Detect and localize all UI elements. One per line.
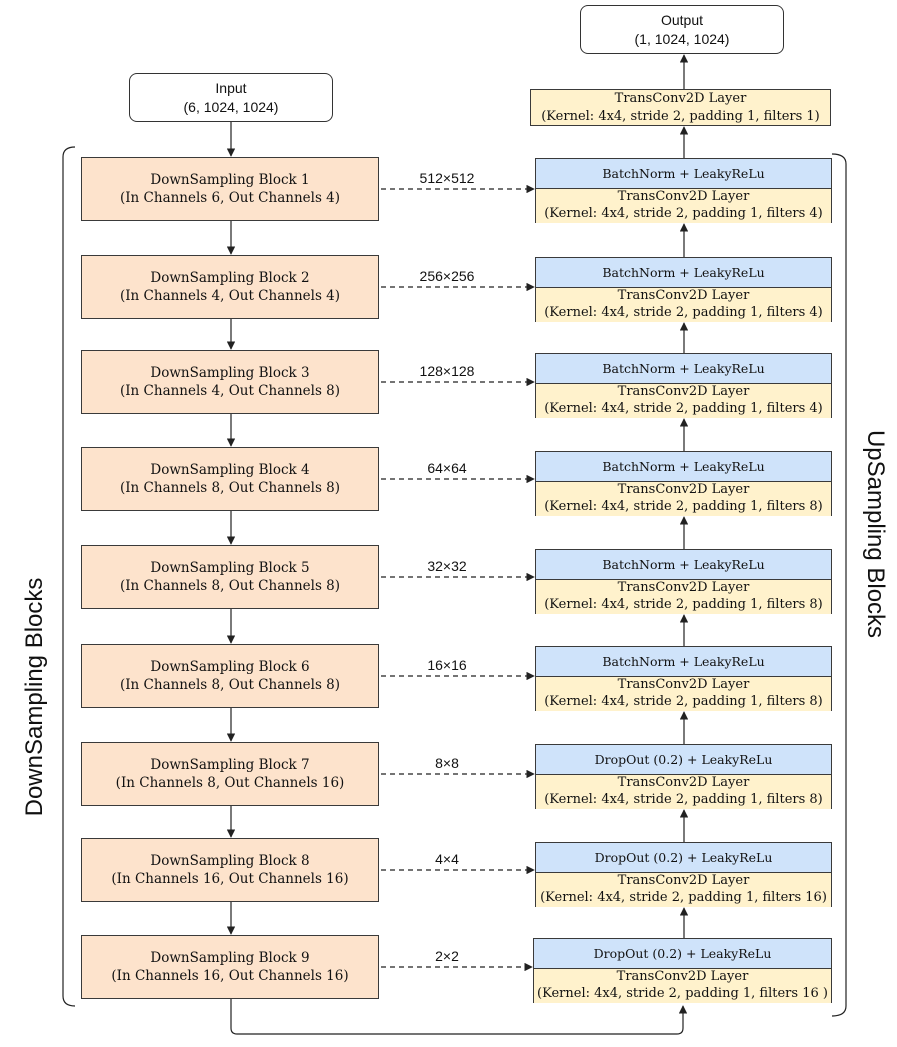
downsampling-block-1: DownSampling Block 1 (In Channels 6, Out …: [81, 157, 379, 221]
downsampling-block-7: DownSampling Block 7 (In Channels 8, Out …: [81, 742, 379, 806]
upsampling-activation: BatchNorm + LeakyReLu: [536, 354, 831, 384]
upsampling-transconv-name: TransConv2D Layer: [617, 288, 750, 304]
skip-size-label: 2×2: [435, 948, 459, 964]
upsampling-transconv-detail: (Kernel: 4x4, stride 2, padding 1, filte…: [544, 305, 823, 320]
output-shape: (1, 1024, 1024): [634, 30, 730, 47]
upsampling-activation: BatchNorm + LeakyReLu: [536, 452, 831, 482]
skip-size-label: 16×16: [427, 657, 467, 673]
skip-size-label: 64×64: [427, 460, 467, 476]
downsampling-block-detail: (In Channels 16, Out Channels 16): [111, 871, 349, 887]
downsampling-block-detail: (In Channels 8, Out Channels 8): [119, 480, 341, 496]
upsampling-transconv-name: TransConv2D Layer: [616, 969, 749, 985]
downsampling-block-8: DownSampling Block 8 (In Channels 16, Out…: [81, 838, 379, 902]
upsampling-transconv-name: TransConv2D Layer: [617, 482, 750, 498]
downsampling-block-name: DownSampling Block 9: [150, 949, 310, 966]
upsampling-transconv-name: TransConv2D Layer: [617, 384, 750, 400]
downsampling-block-name: DownSampling Block 3: [150, 364, 310, 381]
skip-size-label: 128×128: [419, 363, 475, 379]
upsampling-activation: DropOut (0.2) + LeakyReLu: [536, 745, 831, 775]
upsampling-transconv: TransConv2D Layer(Kernel: 4x4, stride 2,…: [536, 189, 831, 223]
input-shape: (6, 1024, 1024): [183, 98, 279, 115]
upsampling-transconv-name: TransConv2D Layer: [617, 677, 750, 693]
upsampling-transconv: TransConv2D Layer(Kernel: 4x4, stride 2,…: [534, 969, 831, 1003]
final-transconv-detail: (Kernel: 4x4, stride 2, padding 1, filte…: [541, 108, 820, 124]
upsampling-transconv-detail: (Kernel: 4x4, stride 2, padding 1, filte…: [544, 499, 823, 514]
upsampling-transconv-name: TransConv2D Layer: [617, 775, 750, 791]
upsampling-transconv-detail: (Kernel: 4x4, stride 2, padding 1, filte…: [544, 401, 823, 416]
final-transconv-name: TransConv2D Layer: [614, 90, 747, 106]
downsampling-block-5: DownSampling Block 5 (In Channels 8, Out …: [81, 545, 379, 609]
skip-size-label: 256×256: [419, 268, 475, 284]
upsampling-transconv-detail: (Kernel: 4x4, stride 2, padding 1, filte…: [544, 792, 823, 807]
skip-size-label: 512×512: [419, 170, 475, 186]
final-transconv-layer: TransConv2D Layer (Kernel: 4x4, stride 2…: [530, 89, 831, 126]
upsampling-transconv: TransConv2D Layer(Kernel: 4x4, stride 2,…: [536, 677, 831, 711]
output-title: Output: [660, 11, 704, 28]
upsampling-activation: DropOut (0.2) + LeakyReLu: [536, 843, 831, 873]
upsampling-transconv: TransConv2D Layer(Kernel: 4x4, stride 2,…: [536, 873, 831, 907]
input-title: Input: [215, 79, 247, 96]
downsampling-block-name: DownSampling Block 6: [150, 658, 310, 675]
upsampling-transconv-detail: (Kernel: 4x4, stride 2, padding 1, filte…: [537, 986, 828, 1001]
upsampling-transconv-detail: (Kernel: 4x4, stride 2, padding 1, filte…: [544, 206, 823, 221]
downsampling-block-detail: (In Channels 8, Out Channels 8): [119, 578, 341, 594]
skip-size-label: 4×4: [435, 851, 459, 867]
downsampling-block-name: DownSampling Block 7: [150, 756, 310, 773]
upsampling-transconv-detail: (Kernel: 4x4, stride 2, padding 1, filte…: [544, 694, 823, 709]
downsampling-block-4: DownSampling Block 4 (In Channels 8, Out …: [81, 447, 379, 511]
downsampling-block-detail: (In Channels 6, Out Channels 4): [119, 190, 341, 206]
downsampling-block-6: DownSampling Block 6 (In Channels 8, Out …: [81, 644, 379, 708]
downsampling-block-9: DownSampling Block 9 (In Channels 16, Out…: [81, 935, 379, 999]
upsampling-transconv: TransConv2D Layer(Kernel: 4x4, stride 2,…: [536, 288, 831, 322]
downsampling-bracket: [62, 146, 76, 1007]
upsampling-activation: BatchNorm + LeakyReLu: [536, 159, 831, 189]
downsampling-group-label: DownSampling Blocks: [21, 577, 48, 817]
downsampling-block-name: DownSampling Block 2: [150, 269, 310, 286]
downsampling-block-3: DownSampling Block 3 (In Channels 4, Out …: [81, 350, 379, 414]
upsampling-transconv: TransConv2D Layer(Kernel: 4x4, stride 2,…: [536, 580, 831, 614]
upsampling-bracket: [831, 153, 847, 1017]
upsampling-activation: DropOut (0.2) + LeakyReLu: [534, 939, 831, 969]
downsampling-block-detail: (In Channels 8, Out Channels 16): [115, 775, 345, 791]
skip-size-label: 8×8: [435, 755, 459, 771]
downsampling-block-name: DownSampling Block 8: [150, 852, 310, 869]
downsampling-block-name: DownSampling Block 1: [150, 171, 310, 188]
upsampling-activation: BatchNorm + LeakyReLu: [536, 258, 831, 288]
upsampling-transconv-name: TransConv2D Layer: [617, 873, 750, 889]
downsampling-block-detail: (In Channels 4, Out Channels 8): [119, 383, 341, 399]
bottleneck-arrow: [230, 999, 688, 1035]
downsampling-block-name: DownSampling Block 4: [150, 461, 310, 478]
downsampling-block-detail: (In Channels 8, Out Channels 8): [119, 677, 341, 693]
upsampling-transconv-name: TransConv2D Layer: [617, 189, 750, 205]
input-box: Input (6, 1024, 1024): [129, 73, 333, 122]
upsampling-transconv: TransConv2D Layer(Kernel: 4x4, stride 2,…: [536, 775, 831, 809]
upsampling-transconv: TransConv2D Layer(Kernel: 4x4, stride 2,…: [536, 482, 831, 516]
downsampling-block-detail: (In Channels 4, Out Channels 4): [119, 288, 341, 304]
downsampling-block-name: DownSampling Block 5: [150, 559, 310, 576]
upsampling-group-label: UpSampling Blocks: [862, 429, 889, 639]
upsampling-transconv: TransConv2D Layer(Kernel: 4x4, stride 2,…: [536, 384, 831, 418]
upsampling-transconv-detail: (Kernel: 4x4, stride 2, padding 1, filte…: [544, 597, 823, 612]
upsampling-transconv-name: TransConv2D Layer: [617, 580, 750, 596]
upsampling-activation: BatchNorm + LeakyReLu: [536, 550, 831, 580]
upsampling-transconv-detail: (Kernel: 4x4, stride 2, padding 1, filte…: [540, 890, 827, 905]
upsampling-activation: BatchNorm + LeakyReLu: [536, 647, 831, 677]
downsampling-block-2: DownSampling Block 2 (In Channels 4, Out …: [81, 255, 379, 319]
output-box: Output (1, 1024, 1024): [580, 5, 784, 54]
downsampling-block-detail: (In Channels 16, Out Channels 16): [111, 968, 349, 984]
skip-size-label: 32×32: [427, 558, 467, 574]
